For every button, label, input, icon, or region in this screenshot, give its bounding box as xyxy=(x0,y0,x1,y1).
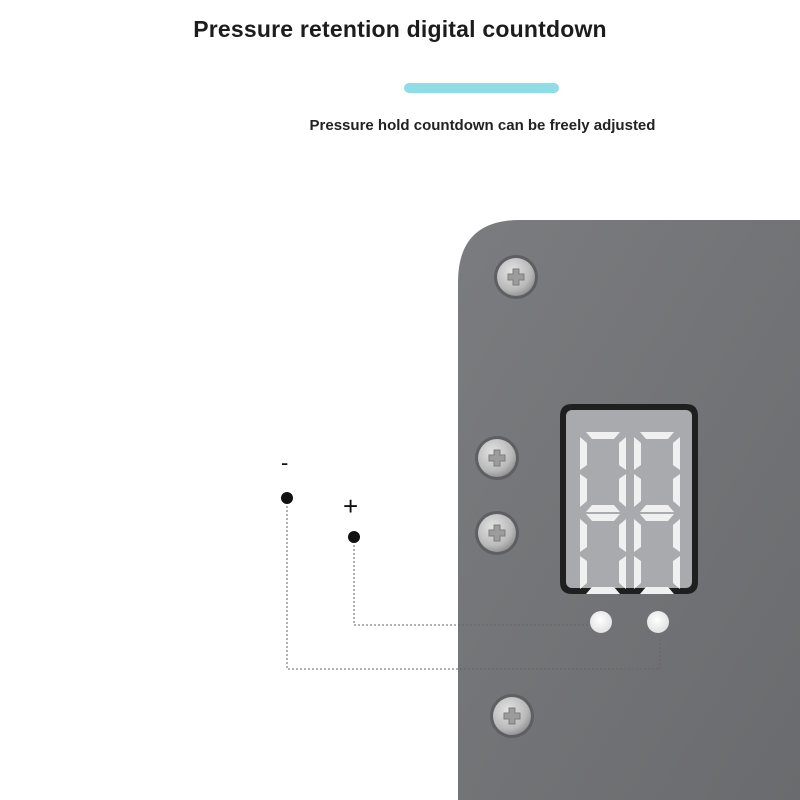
screw-middle-lower xyxy=(474,510,520,556)
page-title: Pressure retention digital countdown xyxy=(193,16,607,42)
decrease-callout-dot xyxy=(281,492,293,504)
title-accent-bar xyxy=(404,83,559,93)
increase-callout-dot xyxy=(348,531,360,543)
increase-label: + xyxy=(343,491,359,521)
callout-lines xyxy=(286,498,661,670)
decrease-button xyxy=(647,611,669,633)
page-subtitle: Pressure hold countdown can be freely ad… xyxy=(309,117,656,134)
screw-bottom xyxy=(489,693,535,739)
increase-button xyxy=(590,611,612,633)
screw-middle-upper xyxy=(474,435,520,481)
screw-top xyxy=(493,254,539,300)
decrease-label: - xyxy=(281,450,289,475)
